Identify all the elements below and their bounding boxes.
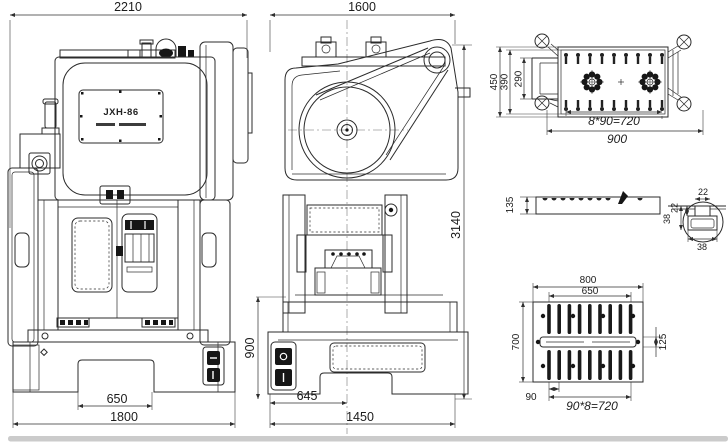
- dim-bolster-slot-spacing: 90*8=720: [566, 399, 618, 413]
- dim-side-overall-depth: 1600: [348, 0, 376, 14]
- beam-notches: [542, 198, 643, 201]
- ram-bottom-view: 450 390 290 8*90=720 900: [489, 33, 704, 146]
- base-side: [267, 294, 469, 395]
- dim-side-table-height: 900: [243, 338, 257, 359]
- dim-ram-inner: 290: [514, 70, 525, 87]
- dim-front-overall-width: 2210: [114, 0, 142, 14]
- clamp-flag: [618, 191, 628, 204]
- dim-ram-slot-spacing: 8*90=720: [588, 114, 640, 128]
- sheet-edge-strip: [8, 436, 728, 442]
- dim-side-overall-height: 3140: [449, 211, 463, 239]
- die-set: [324, 249, 373, 269]
- base-front: [12, 329, 236, 393]
- drive-guard-tower: [199, 41, 253, 201]
- dim-bolster-center-slot: 125: [658, 333, 669, 350]
- dim-ram-outer: 450: [489, 73, 500, 90]
- gear-hole-left: [580, 70, 604, 94]
- gauge-dial: [28, 152, 51, 175]
- pedal-box-side: [270, 341, 297, 391]
- dim-beam-height: 135: [505, 196, 516, 213]
- tslot-detail-view: 22 38 22 38: [662, 187, 726, 252]
- guide-columns-side: [282, 194, 408, 314]
- dim-tslot-base: 38: [697, 242, 707, 252]
- machine-model-label: JXH-86: [103, 107, 138, 118]
- corner-bolts: [534, 33, 692, 112]
- dim-ram-length: 900: [607, 132, 627, 146]
- gear-hole-right: [638, 70, 662, 94]
- dim-bolster-outer: 800: [580, 275, 597, 286]
- dim-front-opening: 650: [107, 392, 128, 406]
- dim-ram-mid: 390: [500, 73, 511, 90]
- dim-front-base-width: 1800: [110, 410, 138, 424]
- dim-tslot-width: 22: [698, 187, 708, 197]
- bolster-dots: [535, 313, 641, 369]
- dim-side-base-depth: 1450: [346, 410, 374, 424]
- crown-front: JXH-86: [28, 56, 216, 205]
- beam-section-view: 135: [505, 191, 661, 215]
- nameplate: JXH-86: [78, 89, 164, 144]
- dim-bolster-inner: 650: [582, 286, 599, 297]
- column-section-front: [37, 199, 231, 346]
- crown-side: [284, 36, 471, 181]
- bolster-tslots: [547, 304, 633, 380]
- bolster-plate-view: 800 650 700 125 90 90*8=720: [511, 275, 669, 413]
- side-view: 1600: [243, 0, 472, 434]
- dim-tslot-depth: 38: [662, 214, 672, 224]
- tslot-strips-front: [56, 317, 176, 328]
- dim-bolster-pitch: 90: [525, 392, 537, 403]
- dim-bolster-depth: 700: [511, 333, 522, 350]
- crown-fittings: [59, 38, 194, 59]
- dim-side-overhang: 645: [297, 389, 318, 403]
- front-view: 2210 JXH-86: [7, 0, 253, 428]
- belt-drive: [315, 46, 451, 161]
- foot-switch-box: [202, 346, 225, 386]
- dim-tslot-neck: 22: [670, 203, 680, 213]
- left-cabinet: [7, 98, 61, 347]
